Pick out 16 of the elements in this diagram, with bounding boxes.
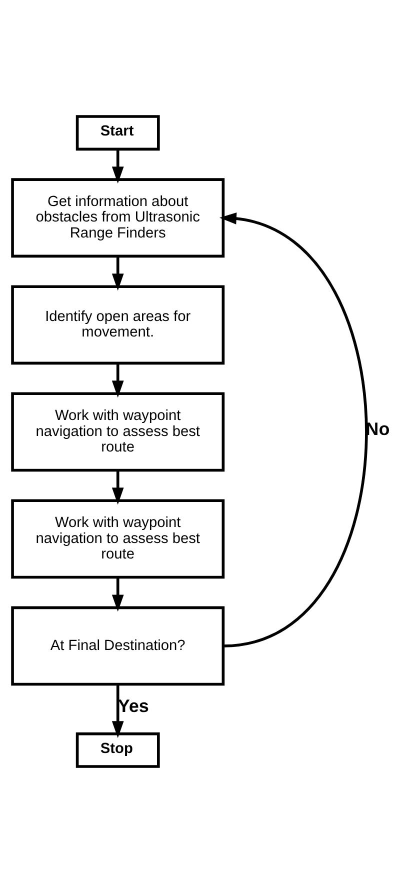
arrow xyxy=(112,256,124,291)
arrow xyxy=(112,150,124,184)
edge-label: Yes xyxy=(118,696,149,716)
node-box: At Final Destination? xyxy=(11,606,225,686)
edge-label: No xyxy=(366,419,390,440)
arrow xyxy=(112,470,124,505)
node-box: Work with waypoint navigation to assess best route xyxy=(11,392,225,472)
arrow xyxy=(112,363,124,398)
node-box: Identify open areas for movement. xyxy=(11,285,225,365)
arrow xyxy=(112,684,124,738)
node-box: Stop xyxy=(76,732,160,768)
arrow xyxy=(112,577,124,612)
node-box: Work with waypoint navigation to assess best route xyxy=(11,499,225,579)
arrow xyxy=(220,212,368,648)
node-box: Start xyxy=(76,115,160,151)
node-box: Get information about obstacles from Ultrasonic Range Finders xyxy=(11,178,225,258)
